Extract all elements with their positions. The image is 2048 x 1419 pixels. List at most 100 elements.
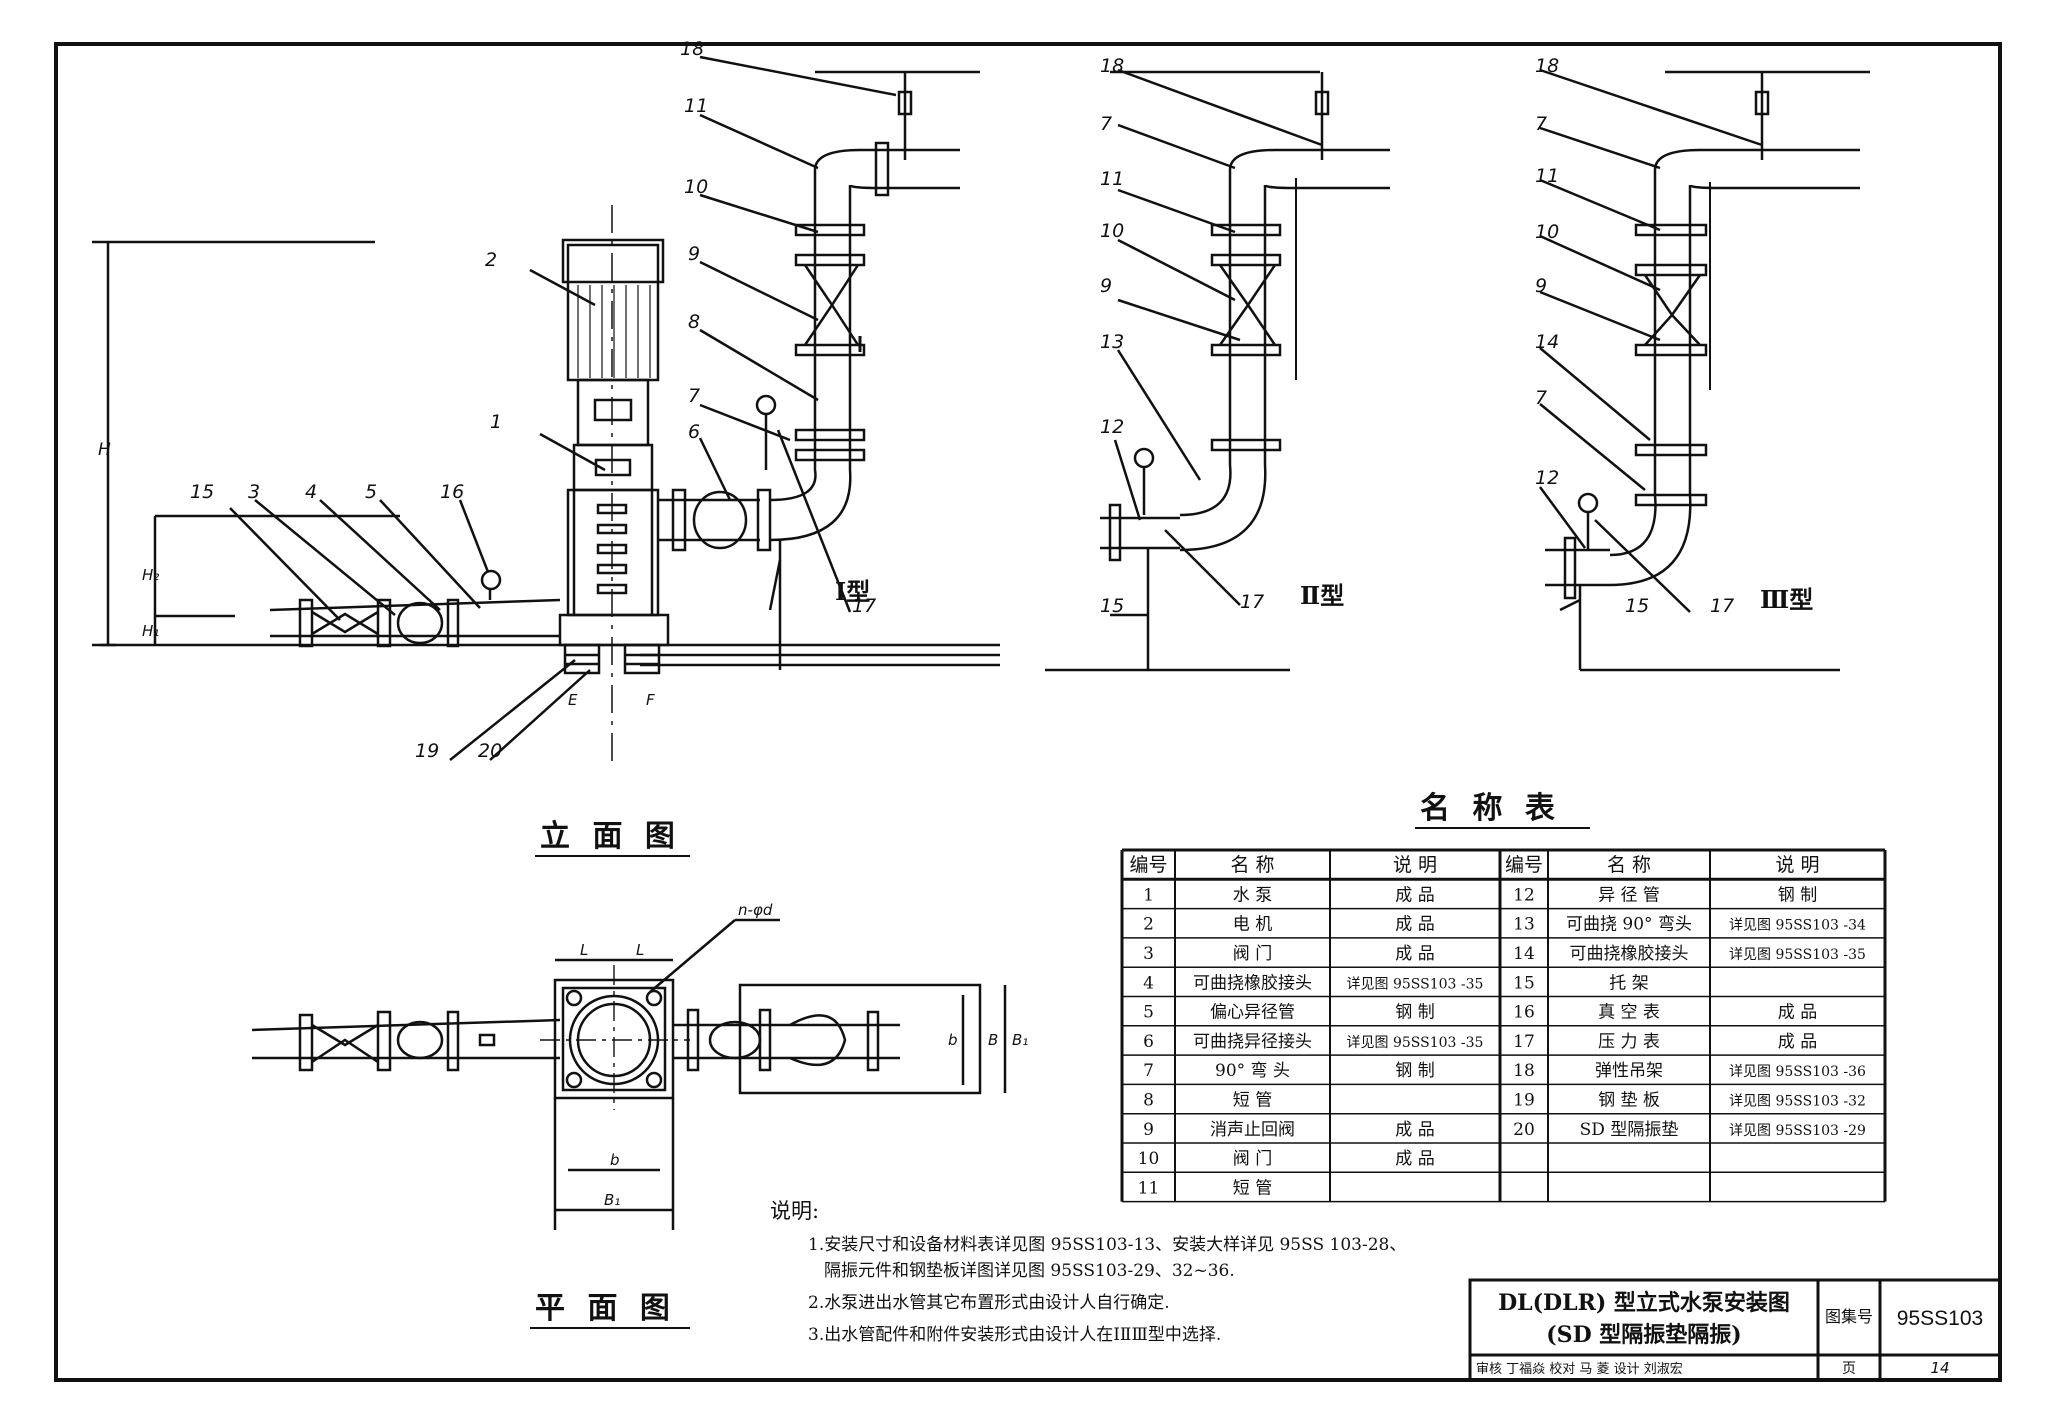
title-block [1468, 1278, 2002, 1382]
t2-callout-17: 17 [1240, 591, 1264, 613]
callout-11: 11 [684, 95, 708, 117]
table-cell: 阀 门 [1233, 944, 1272, 964]
table-cell: 成 品 [1778, 1032, 1817, 1052]
callout-2: 2 [485, 249, 497, 271]
table-header: 说 明 [1775, 854, 1819, 876]
t3-callout-7: 7 [1535, 113, 1547, 135]
type-2-callouts: 18 7 11 10 9 13 12 15 17 Ⅱ型 [1100, 55, 1344, 617]
table-cell: 偏心异径管 [1210, 1003, 1295, 1023]
table-cell: 10 [1138, 1149, 1160, 1169]
table-cell: 成 品 [1395, 944, 1434, 964]
dim-E: E [568, 691, 578, 709]
type-3-label: Ⅲ型 [1760, 585, 1813, 614]
plan-view [251, 918, 1007, 1230]
t3-callout-14: 14 [1535, 331, 1559, 353]
table-cell: 可曲挠异径接头 [1193, 1032, 1312, 1052]
t3-callout-9: 9 [1535, 275, 1547, 297]
sheet-border [54, 42, 2002, 1382]
table-cell: 钢 制 [1778, 885, 1817, 905]
table-header: 说 明 [1393, 854, 1437, 876]
t2-callout-7: 7 [1100, 113, 1112, 135]
t3-callout-7b: 7 [1535, 387, 1547, 409]
table-cell: 11 [1138, 1178, 1160, 1198]
table-cell: 90° 弯 头 [1215, 1061, 1290, 1081]
table-cell: 16 [1513, 1003, 1535, 1023]
t2-callout-9: 9 [1100, 275, 1112, 297]
note-line-4: 3.出水管配件和附件安装形式由设计人在ⅠⅡⅢ型中选择. [808, 1325, 1221, 1345]
table-cell: 13 [1513, 915, 1535, 935]
dim-F: F [646, 691, 655, 709]
table-header: 名 称 [1230, 854, 1274, 876]
atlas-number: 95SS103 [1897, 1307, 1983, 1330]
dim-n-phid: n-φd [738, 901, 773, 919]
callout-6: 6 [688, 421, 700, 443]
table-header: 编号 [1505, 854, 1543, 876]
table-cell: 成 品 [1395, 885, 1434, 905]
dim-B1-plan: B₁ [604, 1191, 620, 1209]
table-cell: 20 [1513, 1120, 1535, 1140]
t2-callout-10: 10 [1100, 220, 1124, 242]
table-cell: 12 [1513, 885, 1535, 905]
table-cell: 8 [1143, 1090, 1154, 1110]
callout-18: 18 [680, 38, 704, 60]
type-2-label: Ⅱ型 [1300, 581, 1344, 610]
table-cell: 钢 制 [1395, 1003, 1434, 1023]
table-cell: 7 [1143, 1061, 1154, 1081]
elevation-view [92, 55, 1000, 765]
callout-19: 19 [415, 740, 439, 762]
t2-callout-13: 13 [1100, 331, 1124, 353]
page-label: 页 [1842, 1361, 1856, 1377]
atlas-label: 图集号 [1825, 1307, 1873, 1326]
dim-b-vert: b [948, 1031, 958, 1049]
t2-callout-12: 12 [1100, 416, 1124, 438]
table-cell: 17 [1513, 1032, 1535, 1052]
type-1-label: Ⅰ型 [835, 577, 870, 606]
note-line-2: 隔振元件和钢垫板详图详见图 95SS103-29、32~36. [824, 1261, 1235, 1281]
callout-15: 15 [190, 481, 214, 503]
t3-callout-18: 18 [1535, 55, 1559, 77]
t2-callout-15: 15 [1100, 595, 1124, 617]
table-cell: 阀 门 [1233, 1149, 1272, 1169]
table-cell: 真 空 表 [1598, 1003, 1660, 1023]
table-cell: 详见图 95SS103 -34 [1729, 918, 1866, 934]
table-cell: 19 [1513, 1090, 1535, 1110]
callout-7: 7 [688, 385, 700, 407]
table-cell: 电 机 [1233, 915, 1272, 935]
dim-L-right: L [636, 941, 644, 959]
table-cell: 6 [1143, 1032, 1154, 1052]
dim-H: H [98, 440, 111, 460]
table-cell: 详见图 95SS103 -36 [1729, 1064, 1866, 1080]
table-cell: 钢 垫 板 [1598, 1090, 1660, 1110]
table-cell: 成 品 [1395, 1149, 1434, 1169]
callout-10: 10 [684, 176, 708, 198]
callout-17: 17 [852, 595, 876, 617]
note-line-1: 1.安装尺寸和设备材料表详见图 95SS103-13、安装大样详见 95SS 1… [808, 1235, 1406, 1255]
t3-callout-11: 11 [1535, 165, 1559, 187]
callout-5: 5 [365, 481, 377, 503]
table-cell: 2 [1143, 915, 1154, 935]
title-line-2: (SD 型隔振垫隔振) [1546, 1322, 1741, 1348]
table-cell: 短 管 [1233, 1090, 1272, 1110]
table-cell: 托 架 [1609, 973, 1648, 993]
table-cell: 1 [1143, 885, 1154, 905]
callout-16: 16 [440, 481, 464, 503]
table-cell: 3 [1143, 944, 1154, 964]
notes: 说明: 1.安装尺寸和设备材料表详见图 95SS103-13、安装大样详见 95… [770, 1199, 1406, 1345]
plan-dims: L L b B₁ b B B₁ n-φd [580, 901, 1028, 1209]
table-cell: 14 [1513, 944, 1535, 964]
callout-3: 3 [248, 481, 260, 503]
t3-callout-15: 15 [1625, 595, 1649, 617]
table-cell: 可曲挠 90° 弯头 [1566, 915, 1692, 935]
title-line-1: DL(DLR) 型立式水泵安装图 [1498, 1290, 1790, 1316]
type-3-view [1538, 68, 1870, 672]
notes-heading: 说明: [770, 1199, 819, 1223]
sign-row: 审核 丁福焱 校对 马 菱 设计 刘淑宏 [1476, 1361, 1683, 1377]
table-cell: 可曲挠橡胶接头 [1193, 973, 1312, 993]
table-cell: 详见图 95SS103 -35 [1347, 1035, 1484, 1051]
table-cell: 压 力 表 [1598, 1032, 1660, 1052]
table-header: 编号 [1129, 854, 1167, 876]
callout-4: 4 [305, 481, 317, 503]
dim-H2: H₂ [142, 566, 159, 584]
